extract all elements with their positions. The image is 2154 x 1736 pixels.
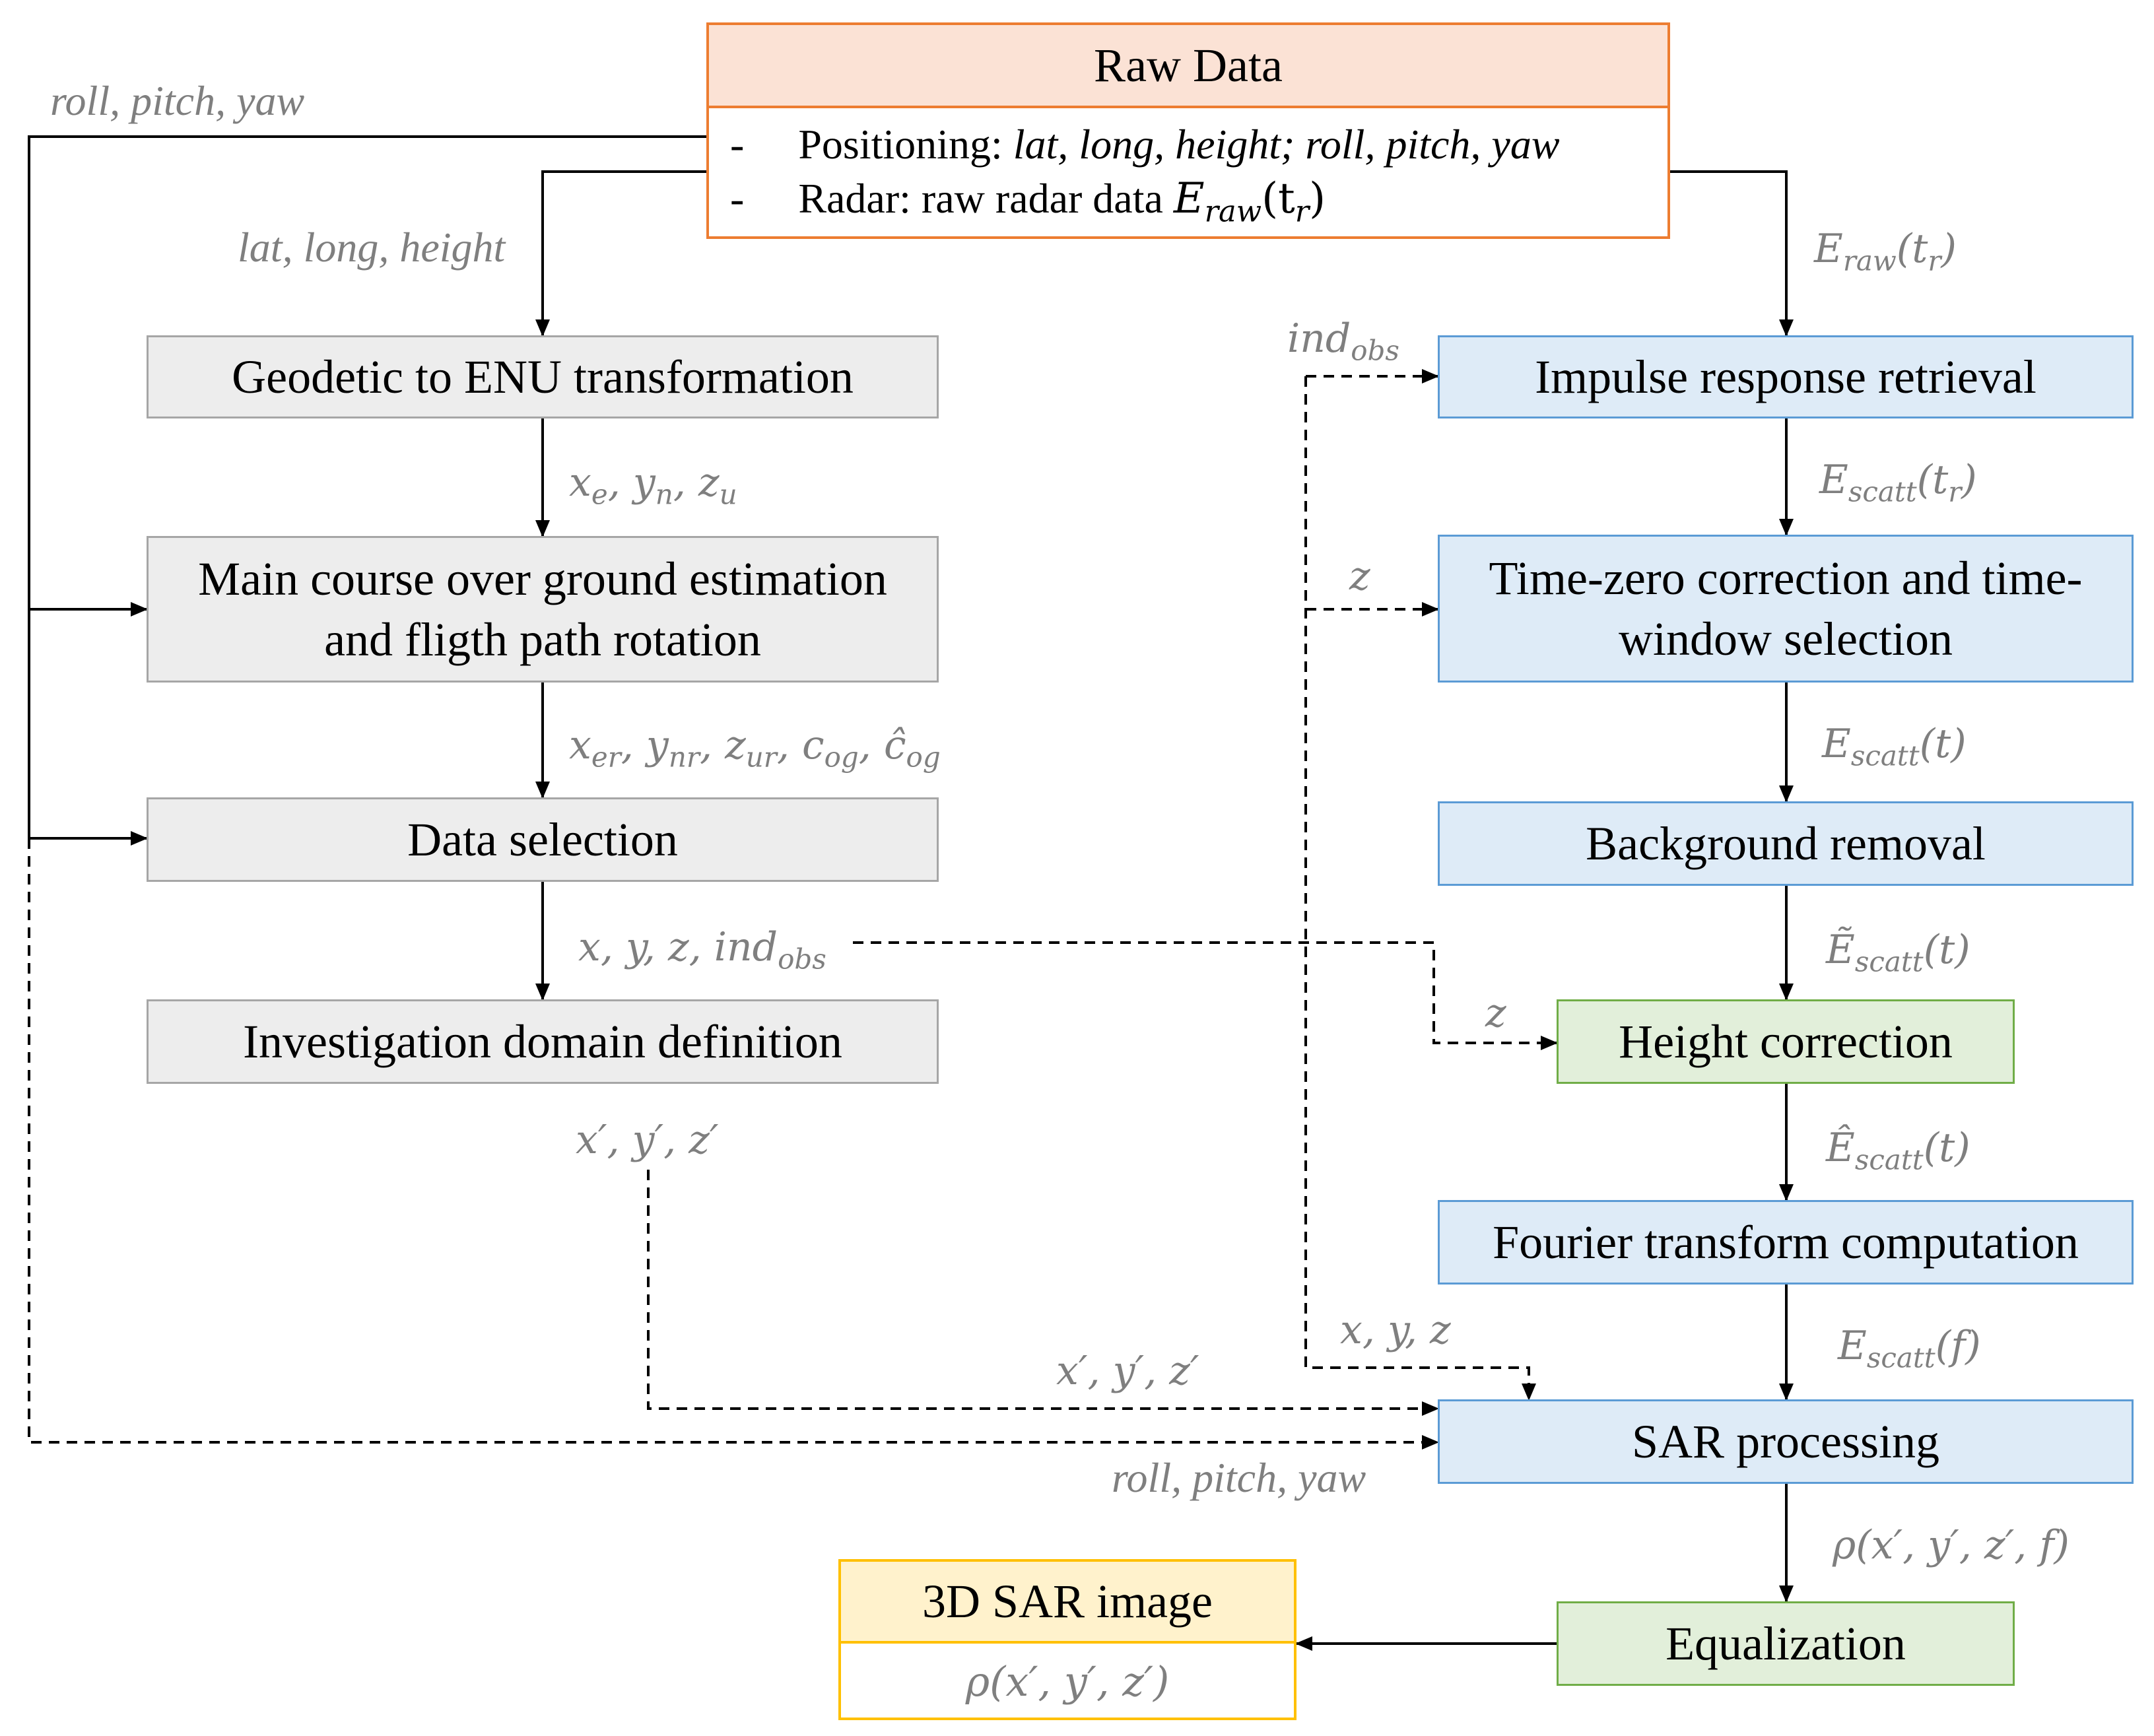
label-xyz-sar: x, y, z <box>1340 1307 1451 1353</box>
label-e-tilde-scatt: Ẽscatt(t) <box>1826 927 1970 978</box>
label-xprime-left: x′, y′, z′ <box>576 1117 719 1163</box>
investigation-domain-box: Investigation domain definition <box>147 999 939 1084</box>
label-rho-f: ρ(x′, y′, z′, f) <box>1833 1522 2070 1568</box>
edge-xprime-to-sar <box>647 1170 1439 1416</box>
label-e-scatt-t: Escatt(t) <box>1822 721 1967 772</box>
sar-processing-box: SAR processing <box>1438 1399 2134 1484</box>
output-box: 3D SAR image ρ(x′, y′, z′) <box>838 1559 1296 1720</box>
raw-positioning-label: Positioning: <box>798 121 1003 168</box>
raw-positioning-value: lat, long, height; roll, pitch, yaw <box>1013 121 1560 168</box>
edge-rpy-trunk <box>28 135 706 838</box>
data-selection-box: Data selection <box>147 797 939 882</box>
edge-raw-to-impulse <box>1669 170 1794 337</box>
label-e-hat-scatt: Êscatt(t) <box>1826 1125 1970 1176</box>
edge-xyz-to-height <box>853 941 1558 1050</box>
label-roll-pitch-yaw-top: roll, pitch, yaw <box>50 77 305 124</box>
output-formula: ρ(x′, y′, z′) <box>965 1657 1170 1706</box>
raw-radar-symbol: Eraw(tr) <box>1173 174 1326 229</box>
impulse-response-box: Impulse response retrieval <box>1438 335 2134 418</box>
raw-data-title: Raw Data <box>1094 38 1283 92</box>
edge-rpy-to-sar <box>28 838 1439 1450</box>
label-xyz-indobs: x, y, z, indobs <box>578 924 826 976</box>
label-xprime-bottom: x′, y′, z′ <box>1056 1348 1199 1394</box>
raw-item-radar: - Radar: raw radar data Eraw(tr) <box>730 174 1326 229</box>
raw-radar-label: Radar: raw radar data <box>798 175 1163 222</box>
raw-item-positioning: - Positioning: lat, long, height; roll, … <box>730 121 1560 168</box>
label-xer-ynr-zur: xer, ynr, zur, cog, ĉog <box>569 722 941 774</box>
label-roll-pitch-yaw-bottom: roll, pitch, yaw <box>1112 1454 1366 1501</box>
label-z-height: z <box>1485 990 1506 1036</box>
output-title: 3D SAR image <box>922 1574 1213 1628</box>
geodetic-transformation-box: Geodetic to ENU transformation <box>147 335 939 418</box>
label-lat-long-height: lat, long, height <box>238 224 506 271</box>
output-header: 3D SAR image <box>841 1562 1294 1644</box>
label-ind-obs: indobs <box>1287 316 1399 367</box>
background-removal-box: Background removal <box>1438 801 2134 886</box>
fourier-transform-box: Fourier transform computation <box>1438 1200 2134 1285</box>
edge-dashed-trunk <box>1304 376 1536 1401</box>
time-zero-box: Time-zero correction and time- window se… <box>1438 535 2134 683</box>
raw-data-box: Raw Data - Positioning: lat, long, heigh… <box>706 22 1670 239</box>
height-correction-box: Height correction <box>1557 999 2015 1084</box>
label-e-scatt-f: Escatt(f) <box>1838 1323 1981 1374</box>
label-z-timezero: z <box>1349 553 1370 599</box>
label-xe-yn-zu: xe, yn, zu <box>569 459 737 511</box>
label-e-raw: Eraw(tr) <box>1814 226 1957 277</box>
course-estimation-box: Main course over ground estimation and f… <box>147 536 939 683</box>
edge-raw-to-geodetic <box>535 170 706 337</box>
equalization-box: Equalization <box>1557 1601 2015 1686</box>
label-e-scatt-tr: Escatt(tr) <box>1819 457 1977 508</box>
raw-data-header: Raw Data <box>709 25 1667 108</box>
